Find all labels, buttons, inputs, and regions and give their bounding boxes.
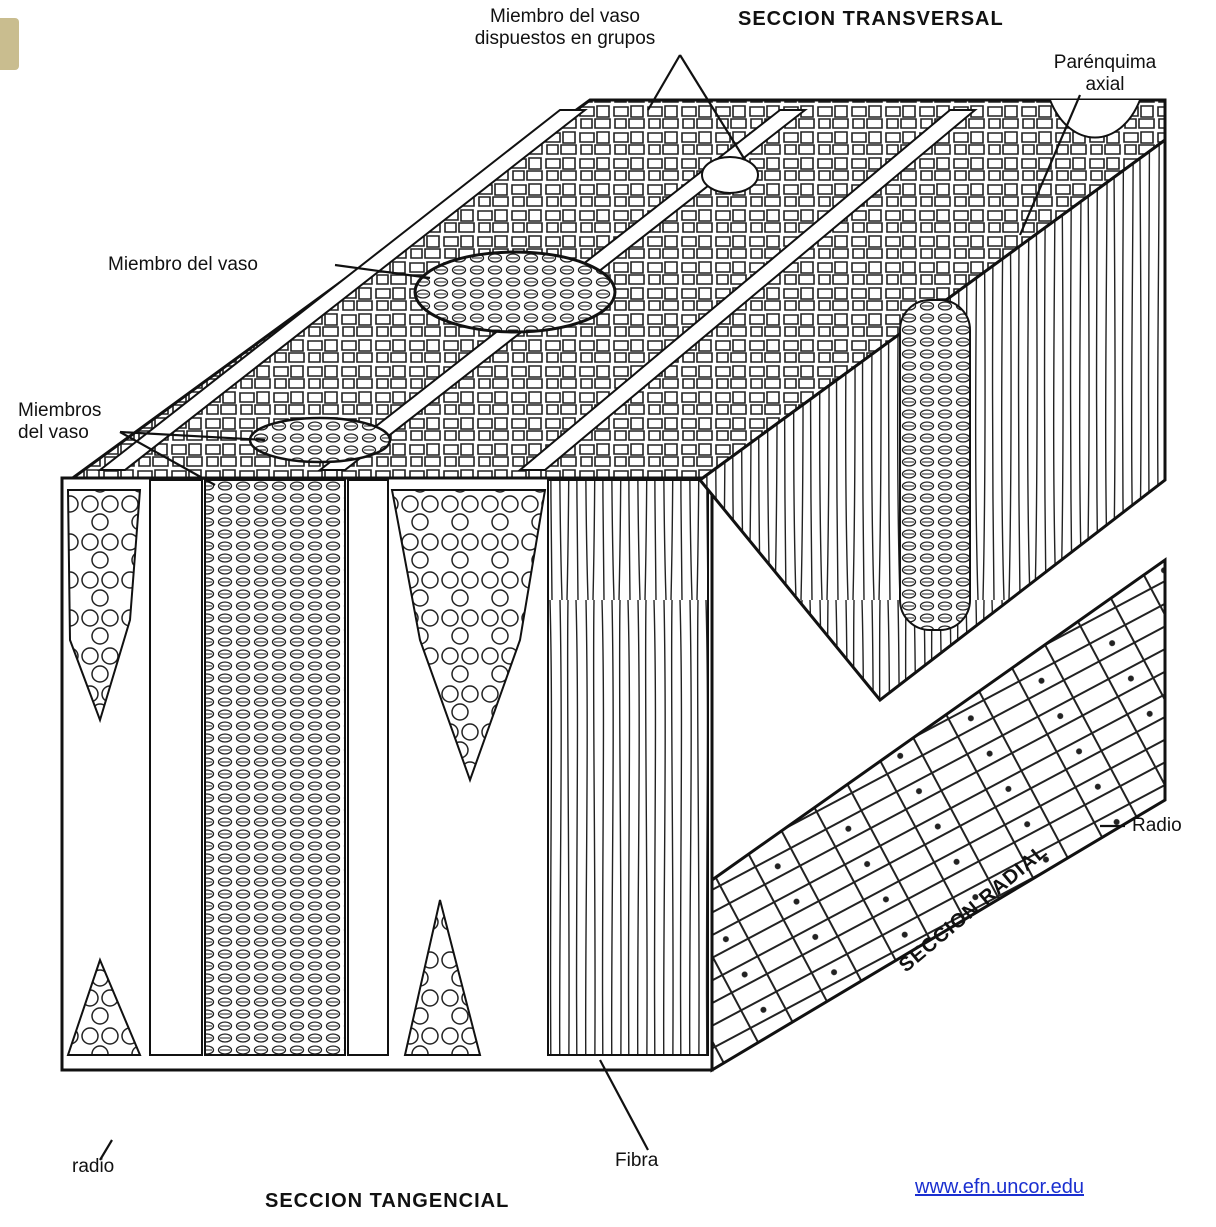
vessel-pitted-left	[205, 480, 345, 1055]
ray-column-middle	[348, 480, 388, 1055]
label-ray-bottom: radio	[72, 1156, 114, 1178]
label-axial-parenchyma-line2: axial	[1030, 74, 1180, 96]
ray-column-left	[150, 480, 202, 1055]
label-vessel-element: Miembro del vaso	[108, 254, 258, 276]
fibre-zone	[548, 480, 708, 1055]
label-group-vessel-line2: dispuestos en grupos	[445, 28, 685, 50]
vessel-elements-small	[250, 418, 390, 462]
label-ray-right: Radio	[1132, 815, 1182, 837]
label-vessel-elements-line2: del vaso	[18, 422, 89, 444]
vessel-group	[702, 157, 758, 193]
label-transversal-section: SECCION TRANSVERSAL	[738, 8, 1004, 30]
label-tangential-section: SECCION TANGENCIAL	[265, 1190, 509, 1212]
label-axial-parenchyma-line1: Parénquima	[1030, 52, 1180, 74]
label-group-vessel-line1: Miembro del vaso	[445, 6, 685, 28]
label-vessel-elements-line1: Miembros	[18, 400, 101, 422]
source-link[interactable]: www.efn.uncor.edu	[915, 1176, 1084, 1199]
label-fibre: Fibra	[615, 1150, 658, 1172]
vessel-radial	[900, 300, 970, 630]
vessel-element-top	[415, 252, 615, 332]
